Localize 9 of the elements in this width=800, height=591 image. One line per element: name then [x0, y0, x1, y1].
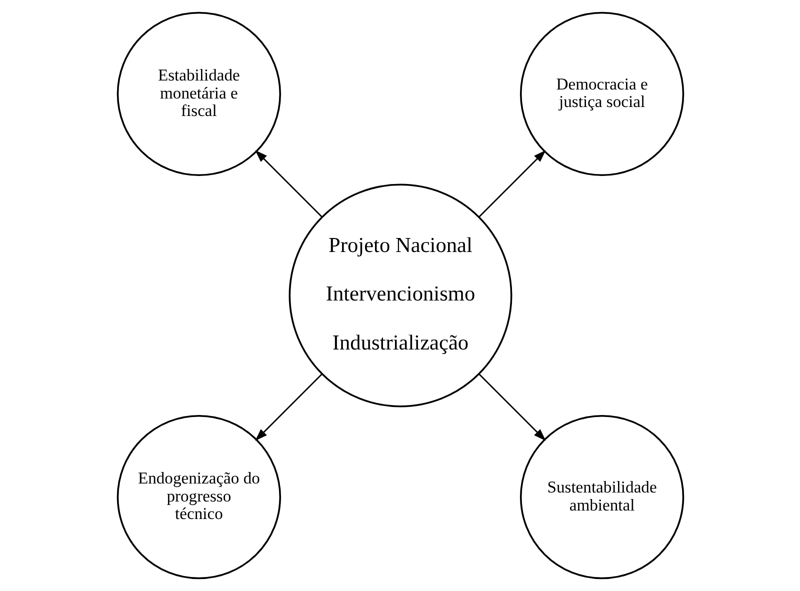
node-circle: Democracia e justiça social	[519, 12, 684, 176]
node-circle: Projeto Nacional Intervencionismo Industrialização	[288, 184, 512, 408]
node-circle: Sustentabilidade ambiental	[519, 414, 684, 580]
node-circle: Endogenização do progresso técnico	[116, 414, 281, 580]
arrow	[478, 374, 546, 441]
arrow	[478, 150, 546, 218]
node-circle: Estabilidade monetária e fiscal	[116, 12, 281, 176]
arrow	[254, 150, 322, 218]
arrow	[254, 374, 322, 441]
